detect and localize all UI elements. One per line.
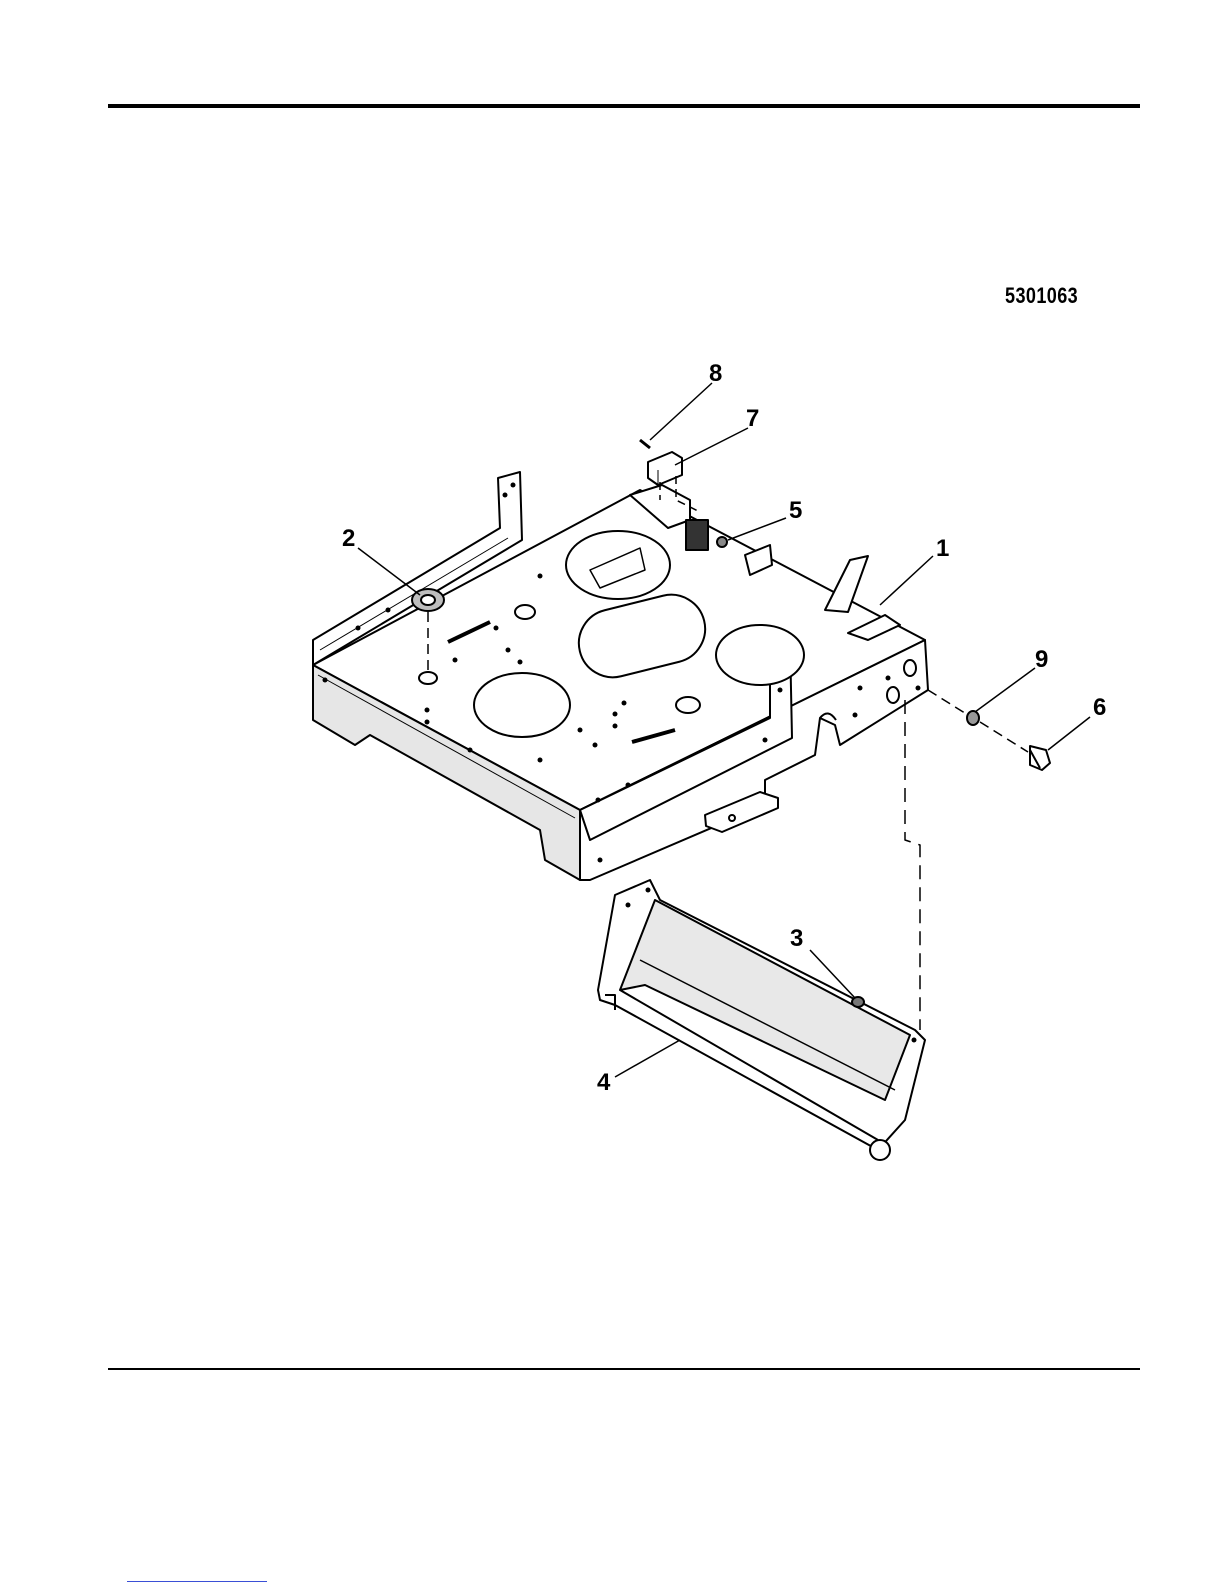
callout-8: 8 <box>709 360 722 387</box>
bolt-part <box>1030 746 1050 770</box>
callout-1: 1 <box>936 535 949 562</box>
callout-9: 9 <box>1035 646 1048 673</box>
bottom-rule <box>108 1368 1140 1370</box>
callout-7: 7 <box>746 405 759 432</box>
washer-part <box>967 711 979 725</box>
locknut-part <box>852 997 864 1007</box>
link-underline[interactable] <box>127 1581 267 1582</box>
tube-bracket-part <box>598 880 925 1160</box>
callout-6: 6 <box>1093 694 1106 721</box>
callout-2: 2 <box>342 525 355 552</box>
main-frame-part <box>313 472 928 880</box>
callout-5: 5 <box>789 497 802 524</box>
callout-3: 3 <box>790 925 803 952</box>
screw-part <box>640 440 650 448</box>
callout-4: 4 <box>597 1069 611 1096</box>
nut-part <box>717 537 727 547</box>
